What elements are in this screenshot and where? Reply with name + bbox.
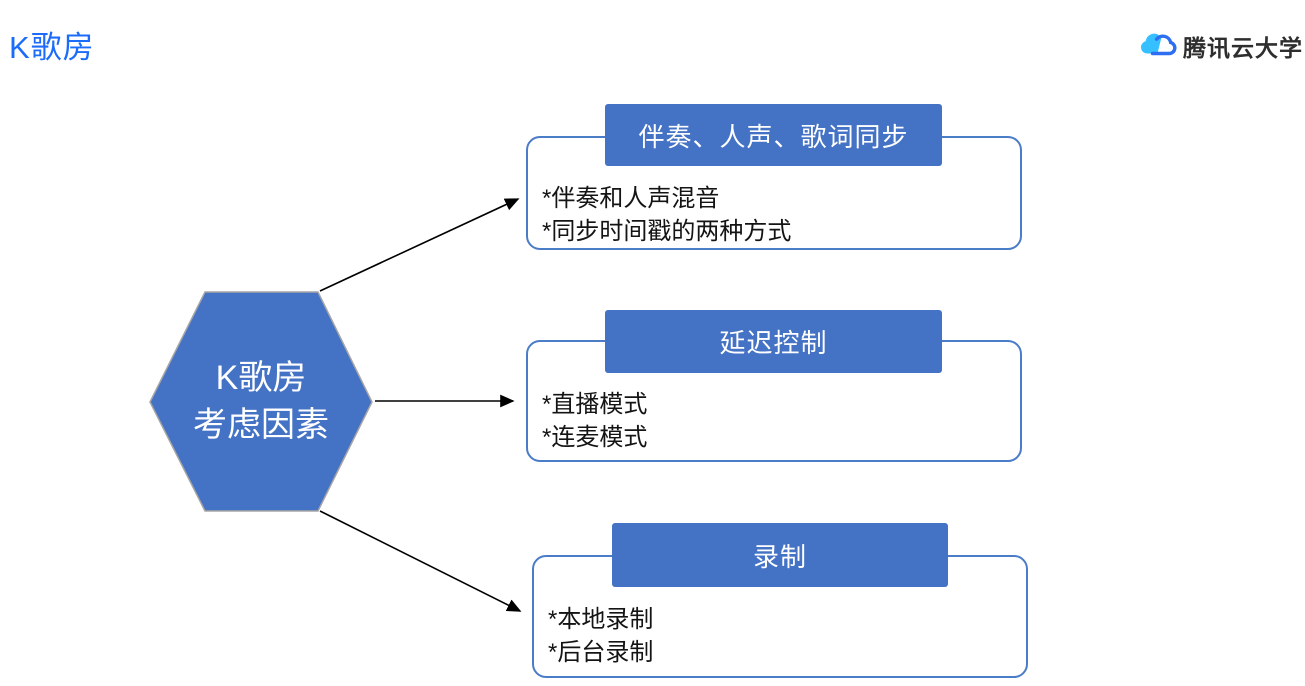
logo-text: 腾讯云大学 [1183,35,1303,61]
arrow-to-sync-box [319,198,520,292]
node-record-item-1: *本地录制 [548,606,654,633]
node-record-header: 录制 [612,523,948,587]
cloud-icon [1139,30,1177,63]
tencent-cloud-university-logo: 腾讯云大学 [1139,29,1303,63]
node-record-item-2: *后台录制 [548,639,654,666]
hexagon-label-line1: K歌房 [215,358,307,397]
hexagon-label-line2: 考虑因素 [193,405,329,444]
node-sync-item-1: *伴奏和人声混音 [542,185,720,212]
hexagon-shape [149,291,373,512]
page-title: K歌房 [9,30,95,65]
hexagon-label: K歌房 考虑因素 [150,292,372,511]
node-latency-item-1: *直播模式 [542,391,648,418]
arrow-to-record-box [319,510,522,612]
node-sync-header: 伴奏、人声、歌词同步 [605,104,942,166]
node-latency-item-2: *连麦模式 [542,424,648,451]
node-latency-header: 延迟控制 [605,310,942,373]
node-sync-item-2: *同步时间戳的两种方式 [542,218,792,245]
